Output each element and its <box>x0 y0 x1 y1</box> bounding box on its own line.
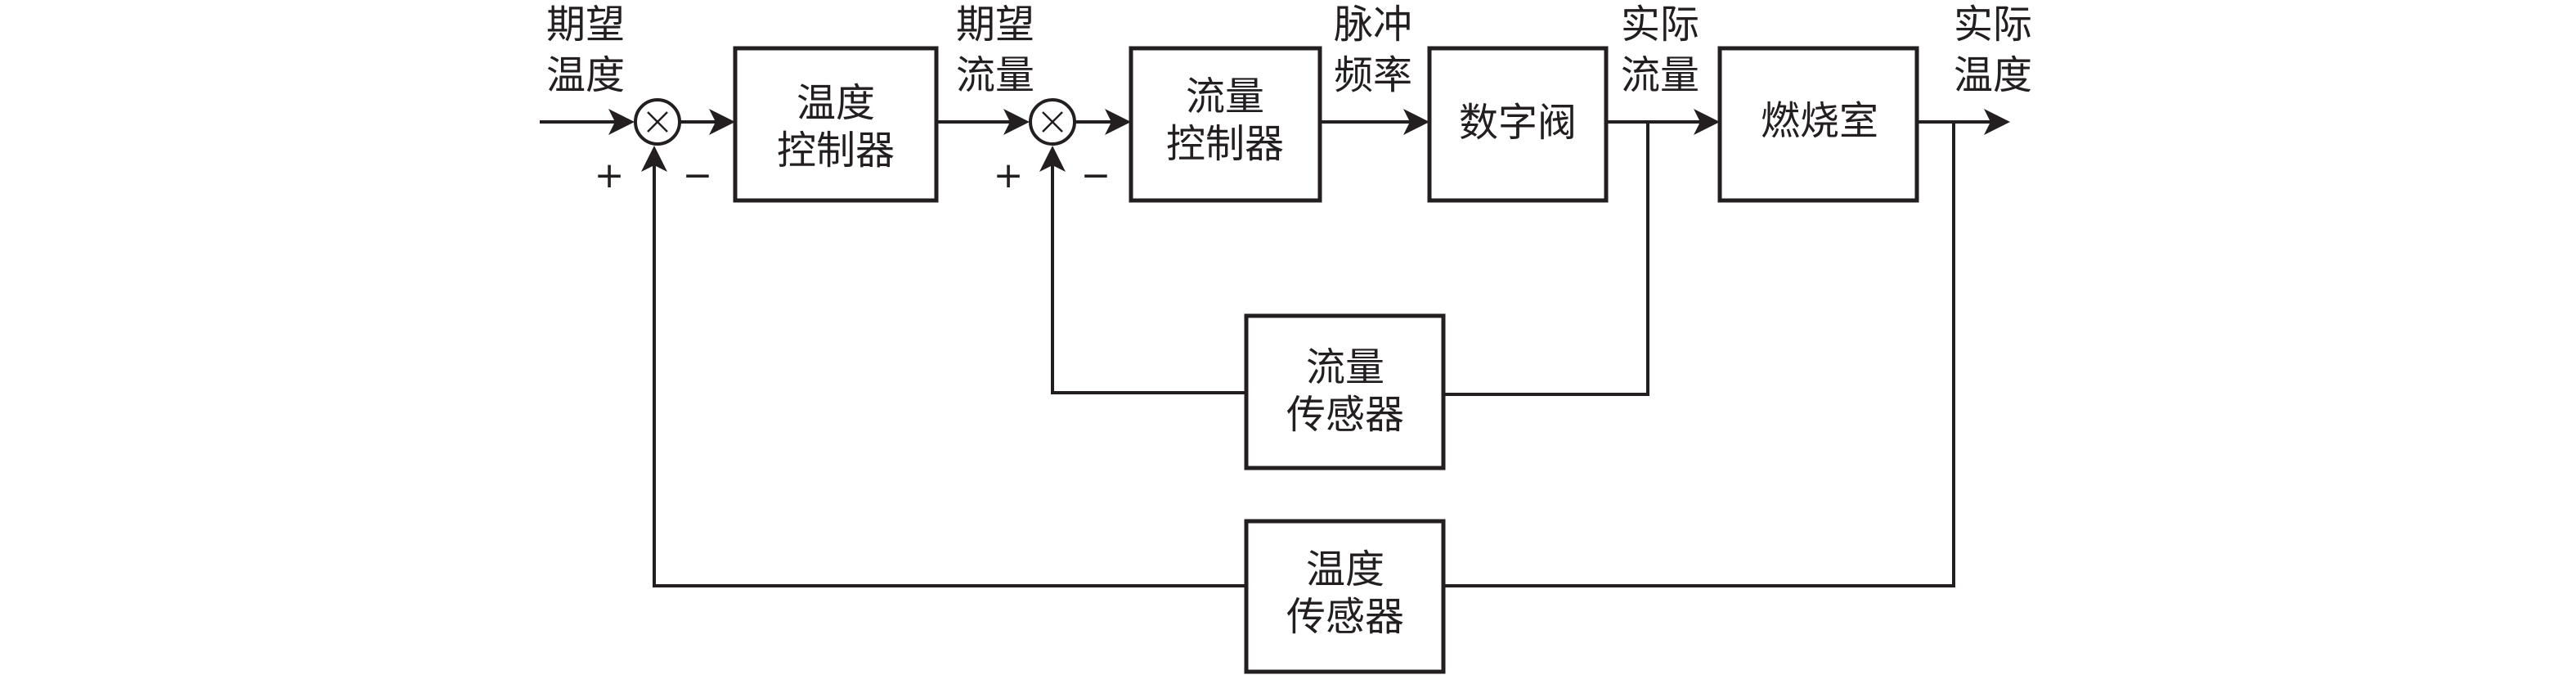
block-temperature-sensor: 温度 传感器 <box>1244 519 1446 674</box>
label-actual-flow: 实际 流量 <box>1621 2 1699 98</box>
block-label: 流量 <box>1306 344 1384 390</box>
arrow-head <box>1403 109 1429 135</box>
label-desired-temperature: 期望 温度 <box>546 2 625 98</box>
label-line: 脉冲 <box>1334 2 1412 47</box>
block-label: 温度 <box>1306 547 1384 592</box>
block-label: 流量 <box>1186 74 1264 119</box>
arrow-head <box>1039 146 1066 172</box>
wire-flow-sensor-to-sum2 <box>1051 160 1246 394</box>
arrow-head <box>608 109 635 135</box>
plus-sign: + <box>595 155 625 196</box>
label-line: 流量 <box>1621 52 1699 98</box>
label-desired-flow: 期望 流量 <box>956 2 1034 98</box>
label-line: 频率 <box>1334 52 1412 98</box>
wire-actual-temp-to-temp-sensor <box>1443 122 1955 587</box>
times-icon <box>1042 111 1063 133</box>
arrow-head <box>1003 109 1030 135</box>
label-line: 实际 <box>1954 2 2032 47</box>
block-label: 控制器 <box>1166 121 1284 167</box>
label-line: 温度 <box>546 52 625 98</box>
wire-actual-flow-to-flow-sensor <box>1443 122 1649 396</box>
block-label: 温度 <box>797 80 875 126</box>
minus-sign: − <box>1081 155 1111 196</box>
arrow-head <box>641 146 667 172</box>
label-actual-temperature: 实际 温度 <box>1954 2 2032 98</box>
block-label: 控制器 <box>777 128 895 173</box>
arrow-head <box>1984 109 2010 135</box>
label-line: 期望 <box>546 2 625 47</box>
block-combustion-chamber: 燃烧室 <box>1717 46 1919 203</box>
label-line: 温度 <box>1954 52 2032 98</box>
block-label: 传感器 <box>1286 392 1404 438</box>
block-flow-controller: 流量 控制器 <box>1129 46 1322 203</box>
wire-temp-sensor-to-sum1 <box>653 160 1246 587</box>
summing-junction-flow <box>1029 98 1076 146</box>
block-temperature-controller: 温度 控制器 <box>733 46 939 203</box>
summing-junction-temperature <box>634 98 681 146</box>
label-line: 期望 <box>956 2 1034 47</box>
arrow-head <box>1694 109 1720 135</box>
plus-sign: + <box>994 155 1024 196</box>
arrow-head <box>1105 109 1131 135</box>
block-label: 数字阀 <box>1459 100 1577 146</box>
label-line: 流量 <box>956 52 1034 98</box>
arrow-head <box>709 109 735 135</box>
minus-sign: − <box>683 155 713 196</box>
label-pulse-frequency: 脉冲 频率 <box>1334 2 1412 98</box>
block-label: 传感器 <box>1286 594 1404 640</box>
block-digital-valve: 数字阀 <box>1427 46 1609 203</box>
block-label: 燃烧室 <box>1761 98 1878 144</box>
block-flow-sensor: 流量 传感器 <box>1244 313 1446 470</box>
label-line: 实际 <box>1621 2 1699 47</box>
times-icon <box>647 111 668 133</box>
